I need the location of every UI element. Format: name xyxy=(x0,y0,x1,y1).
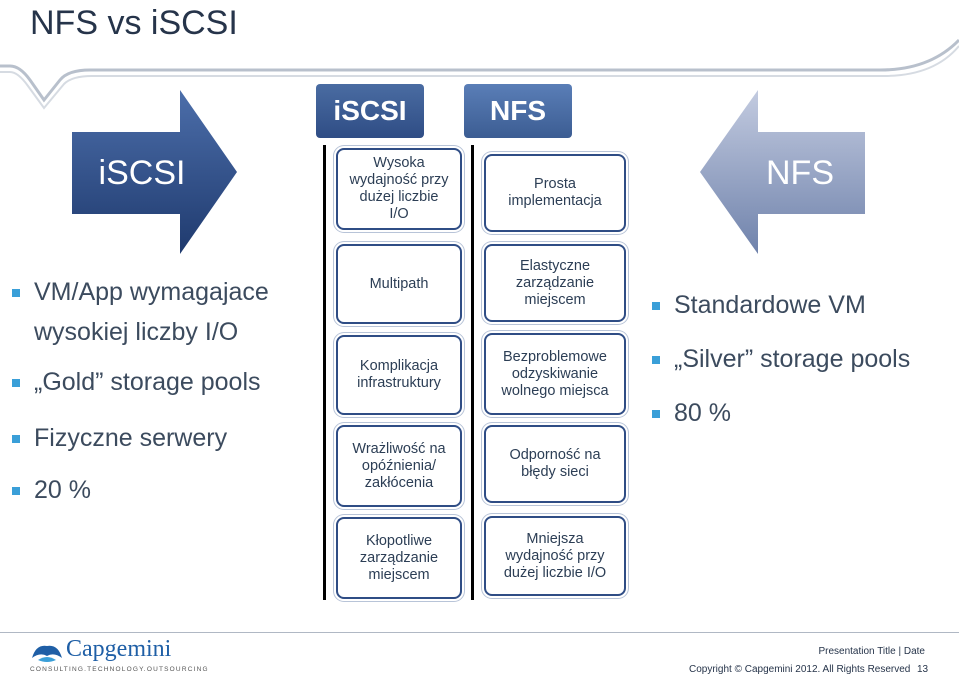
bullet-item: „Gold” storage pools xyxy=(12,368,312,424)
nfs-arrow xyxy=(700,90,865,254)
iscsi-column-tab: iSCSI xyxy=(316,84,424,138)
slide-title: NFS vs iSCSI xyxy=(30,4,238,42)
nfs-use-cases: Standardowe VM „Silver” storage pools 80… xyxy=(652,291,952,439)
bullet-item: 20 % xyxy=(12,476,312,516)
nfs-column-tab: NFS xyxy=(464,84,572,138)
bullet-item: Standardowe VM xyxy=(652,291,952,345)
iscsi-arrow-label: iSCSI xyxy=(98,153,186,192)
nfs-arrow-label: NFS xyxy=(766,153,834,192)
iscsi-box-5: Kłopotliwe zarządzanie miejscem xyxy=(336,517,462,599)
nfs-column-line xyxy=(471,145,474,600)
iscsi-column-line xyxy=(323,145,326,600)
iscsi-use-cases: VM/App wymagajace wysokiej liczby I/O „G… xyxy=(12,278,312,516)
nfs-box-4: Odporność na błędy sieci xyxy=(484,425,626,503)
footer-divider xyxy=(0,632,959,633)
iscsi-box-3: Komplikacja infrastruktury xyxy=(336,335,462,415)
bullet-item: 80 % xyxy=(652,399,952,439)
iscsi-box-2: Multipath xyxy=(336,244,462,324)
copyright: Copyright © Capgemini 2012. All Rights R… xyxy=(689,664,911,675)
nfs-box-1: Prosta implementacja xyxy=(484,154,626,232)
nfs-box-3: Bezproblemowe odzyskiwanie wolnego miejs… xyxy=(484,333,626,415)
iscsi-box-1: Wysoka wydajność przy dużej liczbie I/O xyxy=(336,148,462,230)
bullet-item-continuation: wysokiej liczby I/O xyxy=(34,318,239,346)
bullet-item: „Silver” storage pools xyxy=(652,345,952,399)
logo-wordmark: Capgemini xyxy=(66,636,172,662)
nfs-box-5: Mniejsza wydajność przy dużej liczbie I/… xyxy=(484,516,626,596)
bullet-item: VM/App wymagajace xyxy=(12,278,312,318)
page-number: 13 xyxy=(917,664,929,675)
iscsi-arrow xyxy=(72,90,237,254)
iscsi-box-4: Wrażliwość na opóźnienia/ zakłócenia xyxy=(336,425,462,507)
presentation-title-date: Presentation Title | Date xyxy=(818,646,925,657)
logo-tagline: CONSULTING.TECHNOLOGY.OUTSOURCING xyxy=(30,666,209,673)
bullet-item: Fizyczne serwery xyxy=(12,424,312,476)
nfs-box-2: Elastyczne zarządzanie miejscem xyxy=(484,244,626,322)
header-curve xyxy=(0,38,959,110)
capgemini-logo-icon xyxy=(32,645,62,662)
